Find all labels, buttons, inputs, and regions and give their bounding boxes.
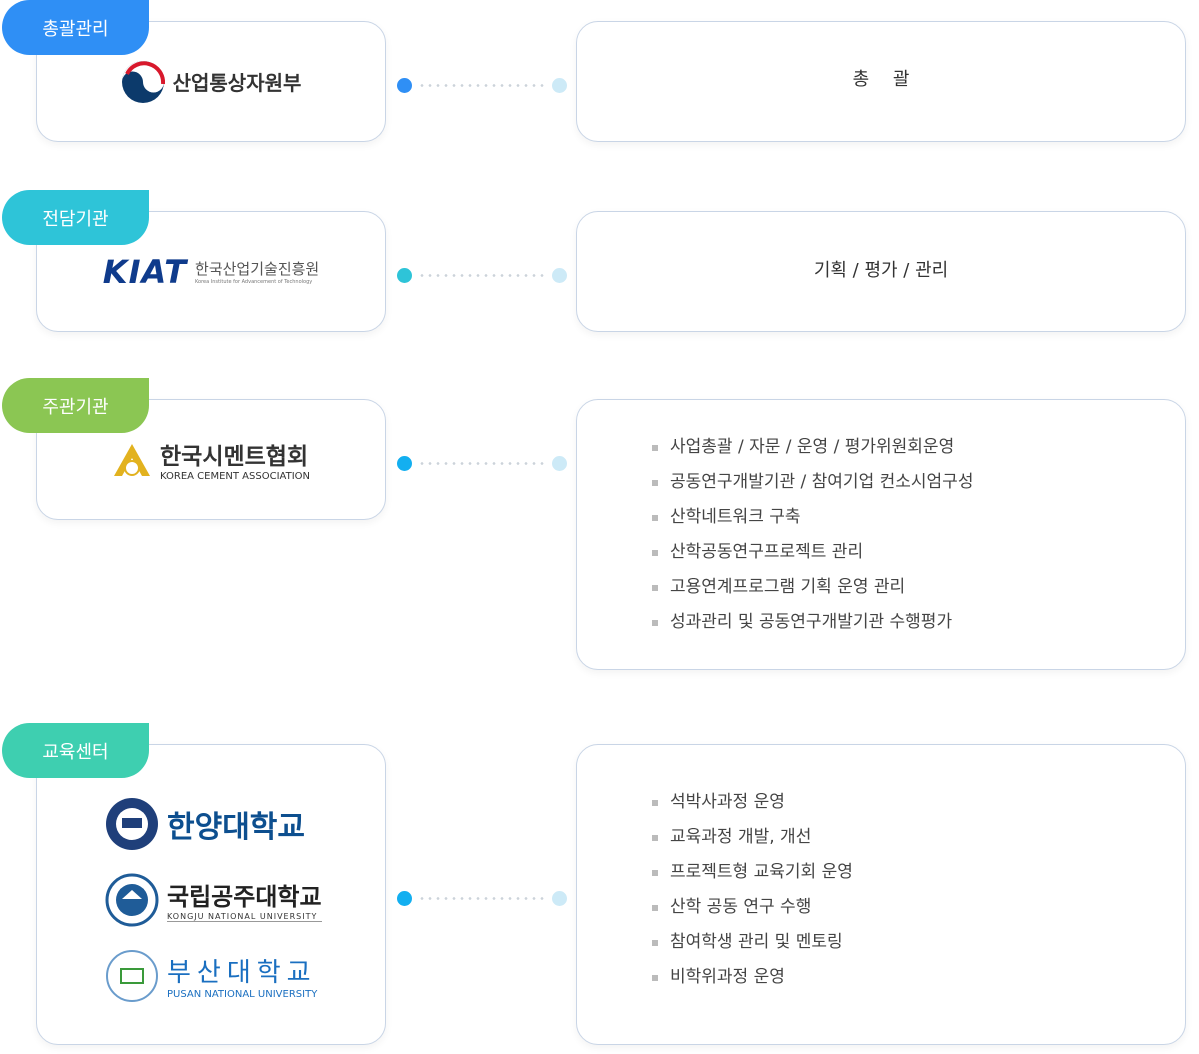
- list-item: 공동연구개발기관 / 참여기업 컨소시엄구성: [652, 465, 973, 500]
- org-name: 한국시멘트협회: [160, 444, 309, 470]
- taegeuk-logo-icon: [121, 60, 165, 103]
- connector: [397, 455, 567, 471]
- connector: [397, 77, 567, 93]
- badge-dedicated-agency: 전담기관: [2, 190, 149, 245]
- list-item: 프로젝트형 교육기회 운영: [652, 855, 853, 890]
- list-item: 산학 공동 연구 수행: [652, 890, 853, 925]
- org-name-en: Korea Institute for Advancement of Techn…: [195, 279, 313, 285]
- role-card: 사업총괄 / 자문 / 운영 / 평가위원회운영 공동연구개발기관 / 참여기업…: [576, 399, 1186, 670]
- list-item: 교육과정 개발, 개선: [652, 820, 853, 855]
- role-card: 기획 / 평가 / 관리: [576, 211, 1186, 332]
- org-name: 산업통상자원부: [172, 71, 302, 95]
- list-item: 산학네트워크 구축: [652, 500, 973, 535]
- role-text: 기획 / 평가 / 관리: [813, 260, 949, 281]
- role-card: 총 괄: [576, 21, 1186, 142]
- org-card-kca: 한국시멘트협회 KOREA CEMENT ASSOCIATION: [36, 399, 386, 520]
- org-card-motie: 산업통상자원부: [36, 21, 386, 142]
- kongju-seal-icon: [105, 873, 159, 926]
- list-item: 비학위과정 운영: [652, 960, 853, 995]
- role-card: 석박사과정 운영 교육과정 개발, 개선 프로젝트형 교육기회 운영 산학 공동…: [576, 744, 1186, 1045]
- role-list: 사업총괄 / 자문 / 운영 / 평가위원회운영 공동연구개발기관 / 참여기업…: [577, 430, 973, 640]
- hanyang-seal-icon: [106, 797, 158, 850]
- badge-general-management: 총괄관리: [2, 0, 149, 55]
- org-name: 국립공주대학교: [167, 883, 322, 911]
- role-text: 총 괄: [852, 68, 910, 90]
- kiat-logo: KIAT: [102, 252, 188, 291]
- connector: [397, 890, 567, 906]
- org-name-en: PUSAN NATIONAL UNIVERSITY: [167, 988, 318, 1000]
- org-name-en: KONGJU NATIONAL UNIVERSITY: [167, 912, 322, 922]
- org-name-en: KOREA CEMENT ASSOCIATION: [160, 471, 310, 482]
- connector: [397, 267, 567, 283]
- list-item: 성과관리 및 공동연구개발기관 수행평가: [652, 605, 973, 640]
- cement-association-logo-icon: [114, 443, 150, 476]
- role-list: 석박사과정 운영 교육과정 개발, 개선 프로젝트형 교육기회 운영 산학 공동…: [577, 785, 853, 995]
- org-name: 한양대학교: [167, 809, 305, 845]
- badge-lead-institution: 주관기관: [2, 378, 149, 433]
- list-item: 고용연계프로그램 기획 운영 관리: [652, 570, 973, 605]
- pusan-seal-icon: [106, 949, 158, 1002]
- org-name: 한국산업기술진흥원: [195, 260, 320, 278]
- list-item: 산학공동연구프로젝트 관리: [652, 535, 973, 570]
- org-name: 부산대학교: [167, 957, 317, 988]
- list-item: 참여학생 관리 및 멘토링: [652, 925, 853, 960]
- org-card-universities: 한양대학교 국립공주대학교 KONGJU NATIONAL UNIVERSITY…: [36, 744, 386, 1045]
- list-item: 사업총괄 / 자문 / 운영 / 평가위원회운영: [652, 430, 973, 465]
- badge-education-center: 교육센터: [2, 723, 149, 778]
- list-item: 석박사과정 운영: [652, 785, 853, 820]
